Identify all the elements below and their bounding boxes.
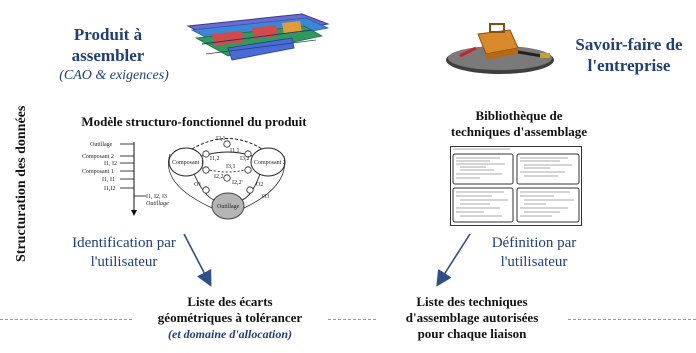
product-title: Produit à assembler [58, 24, 158, 66]
edge-label: I3,1 [226, 164, 236, 170]
edge-label: I1,2 [210, 156, 220, 162]
product-title-line2: assembler [71, 46, 145, 65]
arrow-right-down [436, 233, 471, 287]
node-outillage-label: Outillage [217, 204, 240, 210]
node-composant-1 [168, 147, 204, 177]
library-title-line2: techniques d'assemblage [450, 124, 588, 139]
library-document-thumbnail [450, 146, 582, 226]
product-note: (CAO & exigences) [59, 68, 169, 83]
cad-product-image [186, 13, 330, 61]
ladder-label: I1, I2 [104, 161, 117, 167]
separator-center [328, 319, 376, 320]
library-title-line1: Bibliothèque de [475, 108, 563, 123]
techniques-list-line2: d'assemblage autorisées [405, 310, 539, 325]
techniques-list-line3: pour chaque liaison [417, 326, 527, 341]
tolerance-list: Liste des écarts géométriques à toléranc… [130, 294, 330, 342]
edge-label: I3,2 [240, 156, 250, 162]
outer-right-loop [243, 155, 286, 209]
edge-label: O3 [262, 194, 269, 200]
structural-functional-graph: Outillage Composant 2 I1, I2 Composant 1… [82, 136, 286, 220]
ladder-left-labels: Outillage Composant 2 I1, I2 Composant 1… [82, 142, 134, 192]
separator-left [0, 319, 132, 320]
edge-label: O2 [256, 182, 263, 188]
toolbox-image [446, 23, 554, 74]
techniques-list: Liste des techniques d'assemblage autori… [372, 294, 572, 342]
ladder-label: Outillage [90, 142, 113, 148]
ladder-bottom-label: I1, I2, I3 [146, 194, 167, 200]
edge-label: I2,2 [214, 174, 224, 180]
separator-right [568, 319, 696, 320]
ladder-label: I1, I1 [102, 177, 115, 183]
identification-line2: l'utilisateur [90, 254, 158, 270]
knowhow-title-line2: l'entreprise [587, 56, 671, 75]
product-title-line1: Produit à [73, 25, 143, 44]
definition-note: Définition par l'utilisateur [474, 234, 594, 272]
knowhow-title: Savoir-faire de l'entreprise [568, 34, 690, 76]
tolerance-list-note: (et domaine d'allocation) [168, 327, 292, 341]
definition-line2: l'utilisateur [500, 254, 568, 270]
ladder-label: I1,I2 [104, 186, 116, 192]
definition-line1: Définition par [491, 235, 577, 251]
edge-label: I2,2' [232, 180, 243, 186]
techniques-list-line1: Liste des techniques [416, 294, 528, 309]
ladder-label: Composant 1 [82, 169, 114, 175]
edge-label: I1,1 [230, 148, 240, 154]
node-composant-2-label: Composant 2 [254, 160, 286, 166]
node-outillage [211, 192, 245, 220]
edge-label: I2,1 [216, 136, 226, 142]
ladder-bottom-label: Outillage [146, 201, 169, 207]
identification-note: Identification par l'utilisateur [60, 234, 188, 272]
dashed-top-link [191, 138, 263, 150]
edge-label: O1 [194, 182, 201, 188]
node-composant-1-label: Composant 1 [172, 160, 204, 166]
model-title: Modèle structuro-fonctionnel du produit [81, 114, 307, 129]
tolerance-list-line2: géométriques à tolérancer [157, 310, 303, 325]
identification-line1: Identification par [72, 235, 176, 251]
knowhow-title-line1: Savoir-faire de [575, 35, 683, 54]
library-title: Bibliothèque de techniques d'assemblage [424, 108, 614, 140]
ladder-label: Composant 2 [82, 154, 114, 160]
tolerance-list-line1: Liste des écarts [187, 294, 273, 309]
outer-left-loop [168, 153, 213, 209]
arrow-left-down [183, 233, 212, 287]
